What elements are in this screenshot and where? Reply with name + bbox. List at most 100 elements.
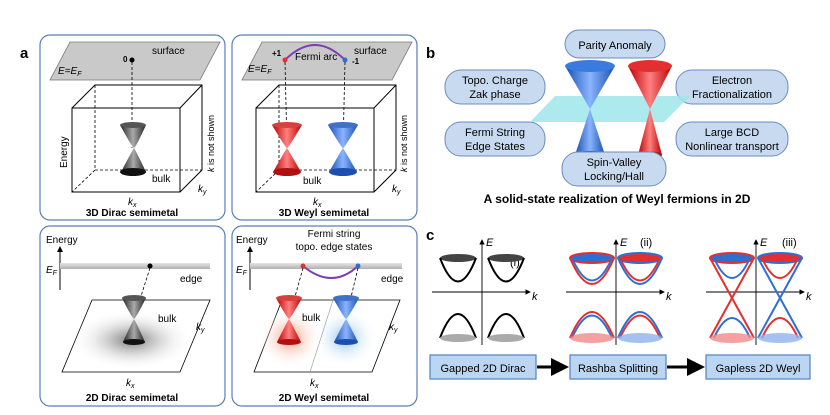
- dirac-cone-upper: [120, 125, 146, 148]
- weyl-cone-blue-bottom: [334, 339, 358, 345]
- lower-band-right-red: [619, 314, 661, 339]
- step-label: Gapless 2D Weyl: [716, 363, 801, 375]
- cone-top-left: [440, 254, 476, 262]
- weyl-crossing-left-blue: [713, 257, 751, 339]
- e-axis-label: E: [486, 237, 494, 249]
- ef-label: EF: [236, 265, 248, 277]
- fermi-string-label: Fermi string: [308, 229, 361, 240]
- edge-point-red: [300, 263, 306, 269]
- lower-band-left-blue: [571, 314, 613, 339]
- red-cone-upper: [628, 66, 672, 109]
- panel-2d-weyl: Energy EF Fermi string topo. edge states…: [231, 225, 418, 407]
- k-axis-label: k: [532, 291, 538, 303]
- projection-line-red: [288, 267, 304, 319]
- dirac-cone-top: [122, 295, 146, 301]
- bubble-electron-fractionalization: Electron Fractionalization: [675, 69, 789, 105]
- red-cone-lower: [638, 109, 662, 155]
- surface-plane: [241, 41, 413, 81]
- band-panel-i: E k (i): [432, 237, 538, 345]
- bubble-text: Fermi String: [465, 127, 525, 139]
- dirac-cone-lower: [121, 148, 146, 172]
- panel-index: (iii): [782, 237, 797, 249]
- panel-title: 2D Weyl semimetal: [279, 393, 370, 404]
- weyl-cone-blue-upper: [328, 125, 358, 148]
- lower-band-left-red: [569, 311, 615, 339]
- fermi-level-label: E=EF: [58, 66, 82, 78]
- edge-states-label: topo. edge states: [296, 242, 373, 253]
- minus-one-label: -1: [352, 57, 360, 66]
- blue-cone-rim: [565, 60, 615, 72]
- weyl-cone-red-lower: [277, 319, 301, 342]
- upper-band-right: [487, 257, 525, 283]
- edge-point-blue: [355, 263, 361, 269]
- plus-one-label: +1: [272, 49, 282, 58]
- lower-band-right: [487, 313, 525, 339]
- blue-cone-lower: [575, 109, 605, 155]
- lower-band-right-blue: [617, 311, 663, 339]
- cone-top-right: [617, 252, 663, 264]
- surface-plane: [49, 41, 221, 81]
- bubble-text: Electron: [712, 75, 752, 87]
- panel-title: 2D Dirac semimetal: [86, 393, 178, 404]
- bubble-fermi-string: Fermi String Edge States: [444, 121, 546, 157]
- dirac-cone-bottom: [123, 339, 145, 345]
- bulk-label: bulk: [302, 313, 321, 324]
- dirac-cone-lower: [123, 319, 145, 342]
- dirac-point-surface: [129, 57, 135, 63]
- band-panel-iii: E k (iii): [706, 237, 812, 345]
- panel-index: (i): [510, 257, 520, 269]
- weyl-point-plus: [282, 57, 288, 63]
- bulk-label: bulk: [152, 174, 171, 185]
- weyl-cone-red-bottom: [277, 339, 301, 345]
- edge-band: [60, 263, 210, 269]
- edge-label: edge: [180, 274, 203, 285]
- bubble-topo-charge: Topo. Charge Zak phase: [444, 69, 546, 105]
- fermi-level-label: E=EF: [248, 64, 272, 76]
- bubble-text: Topo. Charge: [462, 75, 528, 87]
- weyl-cone-blue-top: [328, 122, 358, 128]
- bubble-text: Zak phase: [469, 89, 520, 101]
- bubble-text: Nonlinear transport: [685, 141, 779, 153]
- ky-label: ky: [392, 184, 401, 196]
- panel-2d-dirac: Energy EF edge bulk ky kx 2D Dirac semim…: [39, 225, 226, 407]
- kx-label: kx: [310, 378, 319, 390]
- weyl-crossing-right-blue: [757, 257, 803, 339]
- k-axis-label: k: [666, 291, 672, 303]
- box-hidden-edges: [71, 85, 202, 193]
- bubble-text: Fractionalization: [692, 89, 772, 101]
- upper-band-left-blue: [571, 257, 613, 282]
- step-box-rashba: Rashba Splitting: [569, 354, 667, 380]
- weyl-cone-red-upper: [276, 298, 302, 319]
- weyl-point-minus: [342, 57, 348, 63]
- bubble-spin-valley: Spin-Valley Locking/Hall: [561, 151, 667, 187]
- dirac-cone-bottom: [120, 168, 146, 176]
- k-axis-label: k: [806, 291, 812, 303]
- upper-band-left-red: [569, 257, 615, 285]
- panel-c-label: c: [426, 227, 434, 244]
- bubble-text: Large BCD: [705, 127, 759, 139]
- cone-bottom-right: [758, 333, 802, 343]
- panel-3d-dirac: surface E=EF 0 bulk Energy kx ky k is no…: [39, 34, 226, 221]
- ky-label: ky: [198, 184, 207, 196]
- e-axis-label: E: [620, 237, 628, 249]
- weyl-cone-red-lower: [273, 148, 301, 172]
- panel-title: 3D Weyl semimetal: [279, 208, 370, 219]
- energy-axis-label: Energy: [59, 136, 70, 168]
- weyl-cone-blue-upper: [333, 298, 359, 319]
- bubble-text: Parity Anomaly: [578, 40, 652, 52]
- cone-bottom-right: [618, 333, 662, 343]
- bubble-text: Spin-Valley: [587, 157, 642, 169]
- edge-point: [147, 263, 153, 269]
- surface-label: surface: [354, 46, 387, 57]
- weyl-cone-red-upper: [272, 125, 302, 148]
- fermi-plane: [530, 96, 690, 122]
- energy-axis-label: Energy: [46, 235, 78, 246]
- e-axis-label: E: [760, 237, 768, 249]
- kx-label: kx: [128, 197, 137, 209]
- kz-note: k is not shown: [399, 115, 409, 172]
- zero-charge-label: 0: [123, 55, 128, 64]
- step-box-gapless: Gapless 2D Weyl: [705, 354, 811, 380]
- blue-cone-upper: [565, 66, 615, 109]
- cone-bottom-right: [488, 334, 524, 342]
